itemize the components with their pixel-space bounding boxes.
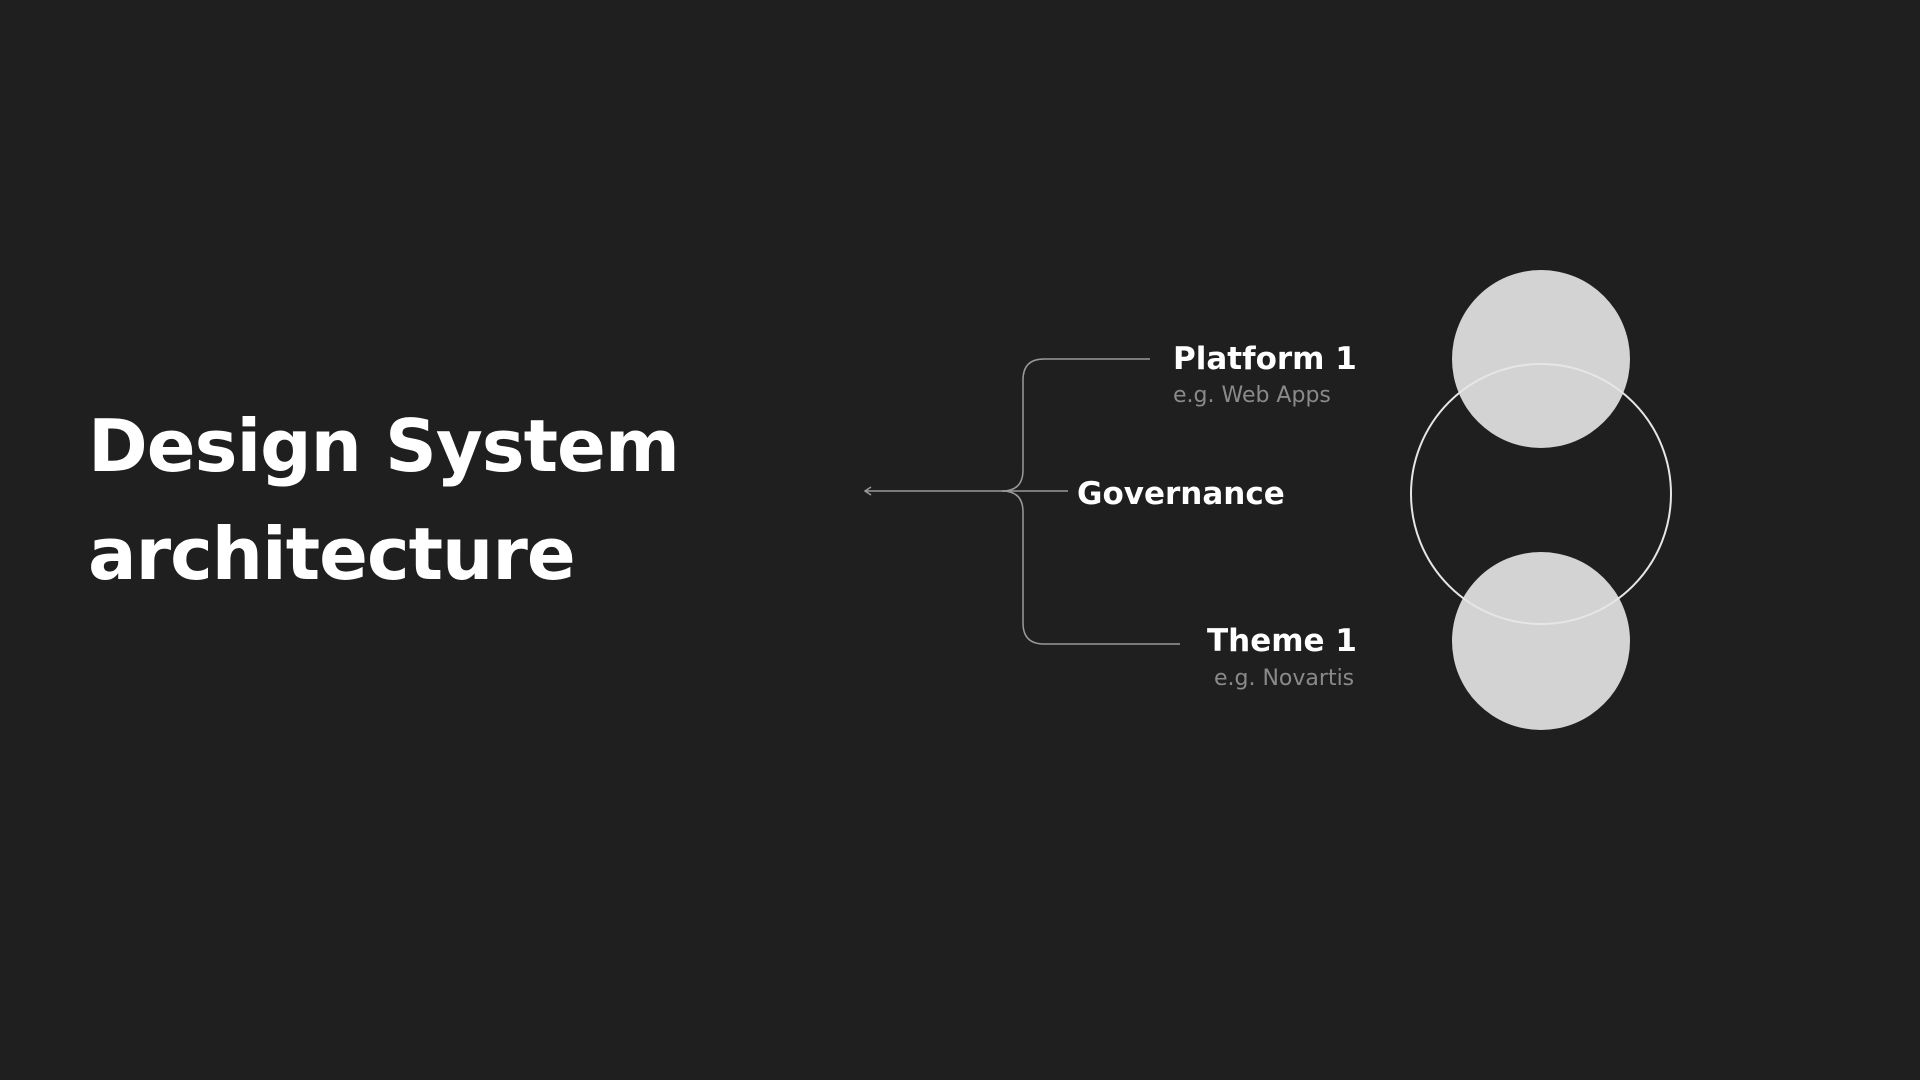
title-line-1: Design System	[88, 404, 680, 488]
arrow-head-icon	[863, 486, 872, 496]
slide-title: Design System architecture	[88, 392, 680, 608]
connector-bottom-branch	[1001, 490, 1180, 645]
theme-circle	[1452, 552, 1630, 730]
governance-ring	[1410, 363, 1672, 625]
title-line-2: architecture	[88, 512, 576, 596]
platform-circle	[1452, 270, 1630, 448]
platform-label: Platform 1	[1173, 341, 1357, 377]
connector-top-branch	[1001, 358, 1150, 492]
platform-example: e.g. Web Apps	[1173, 383, 1331, 408]
theme-example: e.g. Novartis	[1214, 666, 1355, 691]
governance-label: Governance	[1077, 476, 1285, 512]
theme-label: Theme 1	[1207, 623, 1357, 659]
